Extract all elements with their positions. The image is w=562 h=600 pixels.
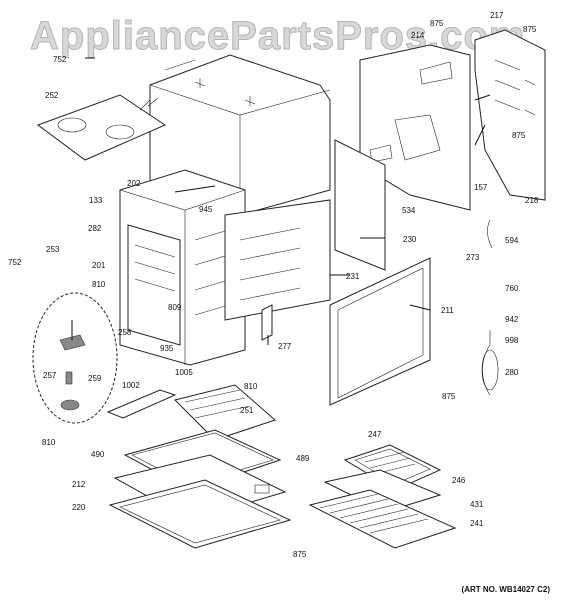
callout-875c: 875	[512, 131, 526, 140]
callout-133: 133	[89, 196, 103, 205]
callout-241: 241	[470, 519, 484, 528]
callout-998: 998	[505, 336, 519, 345]
callout-212: 212	[72, 480, 86, 489]
callout-214: 214	[411, 31, 425, 40]
callout-253: 253	[46, 245, 60, 254]
callout-809: 809	[168, 303, 182, 312]
callout-810c: 810	[42, 438, 56, 447]
callout-202: 202	[127, 179, 141, 188]
callout-810b: 810	[244, 382, 258, 391]
callout-273: 273	[466, 253, 480, 262]
door-gasket-frame	[329, 257, 431, 406]
callout-201: 201	[92, 261, 106, 270]
oven-rack-upper	[106, 389, 177, 419]
callout-211: 211	[441, 306, 454, 315]
callout-935: 935	[160, 344, 174, 353]
callout-252: 252	[45, 91, 59, 100]
rear-bracket-assembly	[474, 29, 546, 201]
callout-280: 280	[505, 368, 519, 377]
top-vent-plate	[36, 94, 167, 161]
callout-875d: 875	[442, 392, 456, 401]
art-number: (ART NO. WB14027 C2)	[461, 585, 550, 594]
callout-labels: 875 214 217 875 752 252 875 157 218 534 …	[8, 11, 539, 559]
bake-element-detail	[32, 292, 118, 424]
callout-230: 230	[403, 235, 417, 244]
callout-220: 220	[72, 503, 86, 512]
inner-liner-box	[224, 199, 331, 321]
callout-1005: 1005	[175, 368, 193, 377]
callout-277: 277	[278, 342, 292, 351]
callout-875b: 875	[523, 25, 537, 34]
callout-218: 218	[525, 196, 539, 205]
callout-231: 231	[346, 272, 360, 281]
callout-246: 246	[452, 476, 466, 485]
door-hinge	[261, 304, 273, 341]
callout-875e: 875	[293, 550, 307, 559]
callout-760: 760	[505, 284, 519, 293]
callout-258: 258	[118, 328, 132, 337]
leader-lines	[85, 57, 491, 345]
callout-157: 157	[474, 183, 488, 192]
callout-217: 217	[490, 11, 504, 20]
callout-594: 594	[505, 236, 519, 245]
callout-945: 945	[199, 205, 213, 214]
oven-bottom-tray	[108, 479, 292, 549]
temperature-sensor	[481, 219, 499, 396]
callout-257: 257	[43, 371, 57, 380]
callout-489: 489	[296, 454, 310, 463]
callout-534: 534	[402, 206, 416, 215]
callout-752b: 752	[8, 258, 22, 267]
oven-cavity	[119, 169, 246, 366]
callout-251: 251	[240, 406, 254, 415]
callout-282: 282	[88, 224, 102, 233]
callout-942: 942	[505, 315, 519, 324]
callout-810a: 810	[92, 280, 106, 289]
callout-490: 490	[91, 450, 105, 459]
callout-875a: 875	[430, 19, 444, 28]
callout-247: 247	[368, 430, 382, 439]
callout-1002: 1002	[122, 381, 140, 390]
broil-element	[174, 384, 276, 441]
callout-259: 259	[88, 374, 102, 383]
callout-752a: 752	[53, 55, 67, 64]
oven-rack	[308, 489, 457, 549]
callout-431: 431	[470, 500, 484, 509]
